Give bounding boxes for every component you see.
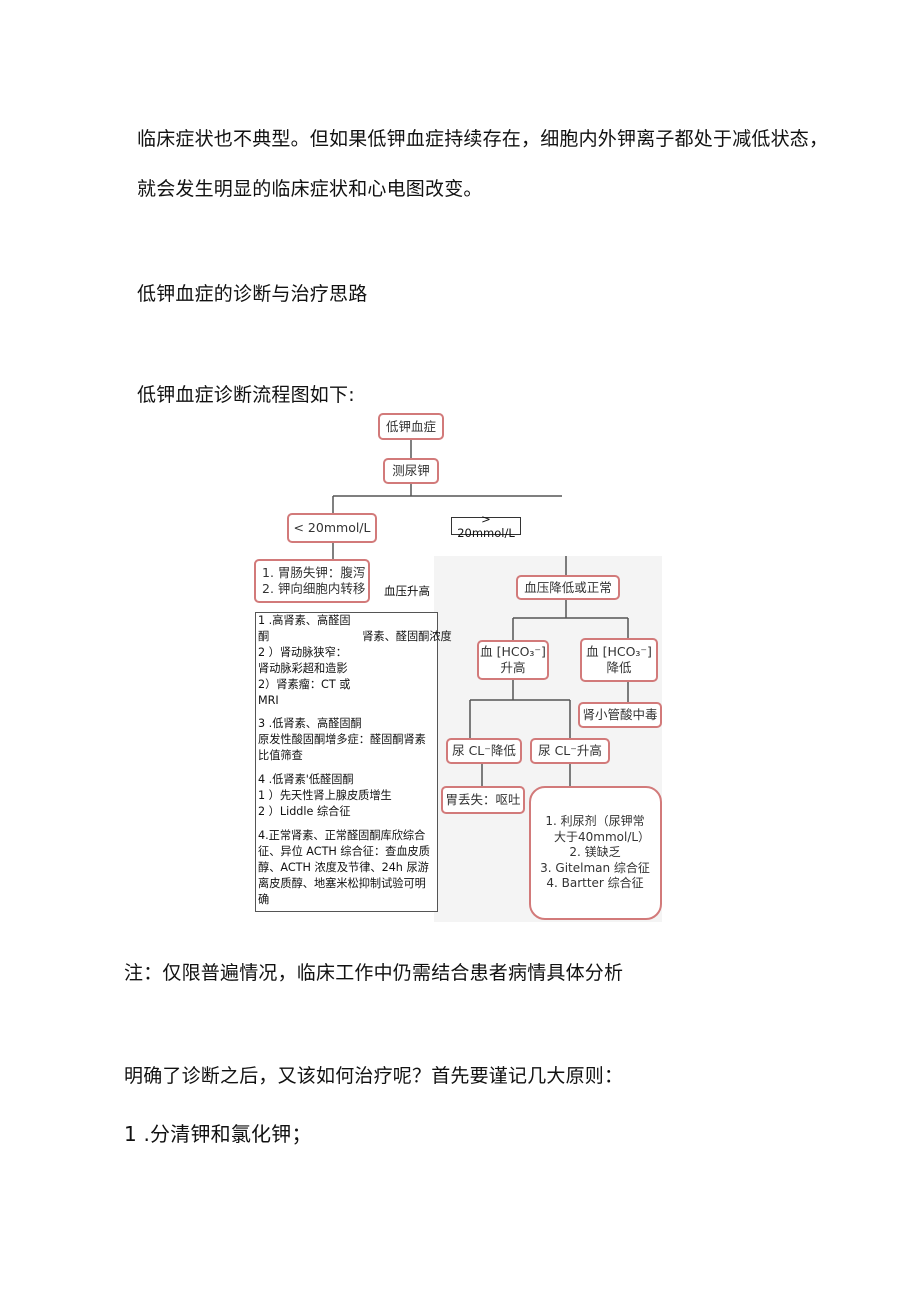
detail-line: 1 ）先天性肾上腺皮质增生 xyxy=(258,789,392,803)
flowchart-cl-high-causes: 1. 利尿剂（尿钾常 大于40mmol/L） 2. 镁缺乏 3. Gitelma… xyxy=(529,786,662,920)
detail-line: 2）肾素瘤：CT 或 xyxy=(258,677,351,691)
paragraph-line-2: 就会发生明显的临床症状和心电图改变。 xyxy=(137,178,483,200)
detail-line: 原发性酸固酮增多症：醛固酮肾素 xyxy=(258,733,426,747)
flowchart-intro: 低钾血症诊断流程图如下: xyxy=(137,384,355,406)
detail-line: 离皮质醇、地塞米松抑制试验可明 xyxy=(258,876,426,890)
detail-line: 2 ）肾动脉狭窄： xyxy=(258,645,347,659)
section-heading: 低钾血症的诊断与治疗思路 xyxy=(137,283,368,305)
hco3-high-line-2: 升高 xyxy=(500,660,526,675)
flowchart-urine-potassium-test: 测尿钾 xyxy=(383,458,439,484)
detail-line: 确 xyxy=(258,892,270,906)
flowchart-gastric-loss: 胃丢失：呕吐 xyxy=(441,786,525,814)
cl-high-cause-1: 1. 利尿剂（尿钾常 xyxy=(545,814,645,829)
detail-line: 3 .低肾素、高醛固酮 xyxy=(258,717,362,731)
flowchart-urine-cl-high: 尿 CL⁻升高 xyxy=(530,738,610,764)
detail-line: 酮肾素、醛固酮浓度 xyxy=(258,629,452,643)
flowchart-hco3-high: 血 [HCO₃⁻] 升高 xyxy=(477,640,549,680)
detail-line: 4.正常肾素、正常醛固酮库欣综合 xyxy=(258,828,426,842)
flowchart-bp-high-label: 血压升高 xyxy=(384,584,430,598)
detail-line: MRI xyxy=(258,693,279,707)
flowchart-connectors xyxy=(332,440,629,786)
flowchart-urine-cl-low: 尿 CL⁻降低 xyxy=(446,738,522,764)
note-text: 注：仅限普遍情况，临床工作中仍需结合患者病情具体分析 xyxy=(124,962,624,984)
flowchart-low-causes: 1. 胃肠失钾：腹泻 2. 钾向细胞内转移 xyxy=(254,559,370,603)
flowchart-low-branch: < 20mmol/L xyxy=(287,513,377,543)
detail-line: 1 .高肾素、高醛固 xyxy=(258,614,351,627)
detail-line: 征、异位 ACTH 综合征：查血皮质 xyxy=(258,844,430,858)
flowchart-bp-low-normal: 血压降低或正常 xyxy=(516,575,620,600)
treatment-intro: 明确了诊断之后，又该如何治疗呢？首先要谨记几大原则： xyxy=(124,1065,624,1087)
flowchart-high-branch: > 20mmol/L xyxy=(451,512,521,540)
detail-line: 肾动脉彩超和造影 xyxy=(258,661,348,675)
cl-high-cause-4: 4. Bartter 综合征 xyxy=(546,876,644,891)
paragraph-line-1: 临床症状也不典型。但如果低钾血症持续存在，细胞内外钾离子都处于减低状态， xyxy=(137,128,829,150)
hco3-low-line-1: 血 [HCO₃⁻] xyxy=(586,644,652,660)
principle-1: 1 .分清钾和氯化钾； xyxy=(124,1122,312,1146)
cl-high-cause-2: 2. 镁缺乏 xyxy=(569,845,621,860)
flowchart-renal-tubular-acidosis: 肾小管酸中毒 xyxy=(578,702,662,728)
flowchart-hco3-low: 血 [HCO₃⁻] 降低 xyxy=(580,638,658,682)
hco3-low-line-2: 降低 xyxy=(606,660,632,675)
detail-line: 2 ）Liddle 综合征 xyxy=(258,804,351,818)
cl-high-cause-3: 3. Gitelman 综合征 xyxy=(540,860,650,875)
cl-high-cause-1b: 大于40mmol/L） xyxy=(554,829,651,844)
detail-line: 比值筛查 xyxy=(258,749,303,763)
hco3-high-line-1: 血 [HCO₃⁻] xyxy=(480,644,546,660)
low-cause-1: 1. 胃肠失钾：腹泻 xyxy=(262,565,366,581)
diagnosis-flowchart: 低钾血症 测尿钾 < 20mmol/L > 20mmol/L 1. 胃肠失钾：腹… xyxy=(250,410,662,922)
flowchart-root-hypokalemia: 低钾血症 xyxy=(378,413,444,440)
flowchart-bp-high-details: 1 .高肾素、高醛固 酮肾素、醛固酮浓度 2 ）肾动脉狭窄： 肾动脉彩超和造影 … xyxy=(255,612,452,912)
detail-line: 醇、ACTH 浓度及节律、24h 尿游 xyxy=(258,860,429,874)
low-cause-2: 2. 钾向细胞内转移 xyxy=(262,581,366,596)
detail-line: 4 .低肾素'低醛固酮 xyxy=(258,773,354,787)
